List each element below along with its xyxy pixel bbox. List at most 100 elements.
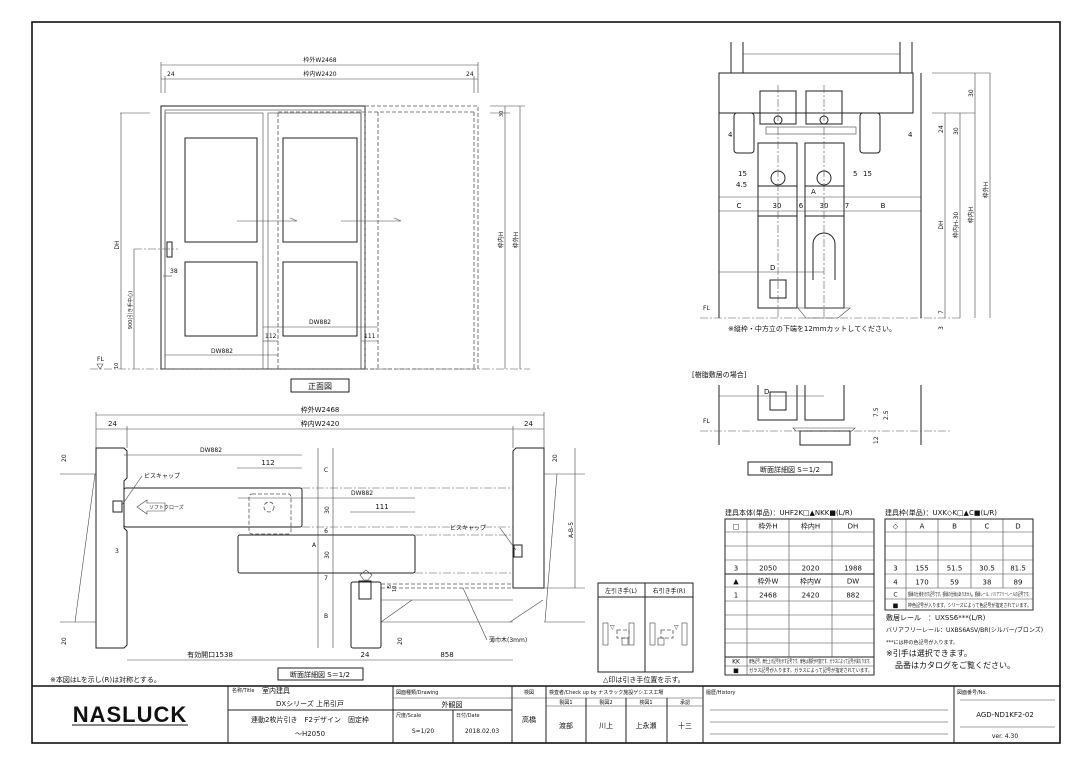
plan-section: 枠外W2468 枠内W2420 24 24 20 20 20 3 A-B-5 ソ… bbox=[50, 405, 585, 684]
detail-dim-dh: DH bbox=[938, 220, 945, 229]
plan-dim-24-bottom: 24 bbox=[361, 651, 370, 659]
detail-dim-5: 5 bbox=[853, 170, 857, 178]
front-dim-112: 112 bbox=[265, 333, 277, 340]
body-table-cell: 3 bbox=[734, 565, 738, 573]
frame-table-title: 建具枠(単品)：UXK◇K□▲C■(L/R) bbox=[885, 508, 997, 517]
door-section-right bbox=[804, 142, 845, 309]
inspect-value: 高橋 bbox=[522, 715, 536, 724]
resin-dim-d: D bbox=[764, 388, 769, 396]
body-table-note-key: KK bbox=[732, 659, 741, 666]
detail-dim-c: C bbox=[737, 202, 742, 210]
panel bbox=[282, 261, 358, 337]
detail-dim-24: 24 bbox=[938, 125, 945, 133]
body-table-cell: 882 bbox=[846, 592, 859, 600]
resin-dim-2-5: 2.5 bbox=[883, 410, 890, 420]
checker-name: 上永瀬 bbox=[636, 721, 657, 730]
front-dim-dh: DH bbox=[114, 240, 121, 249]
body-table-header-cell: □ bbox=[733, 523, 740, 531]
scale-header: 尺度/Scale bbox=[396, 712, 421, 719]
plan-dim-dw2: DW882 bbox=[351, 490, 373, 497]
thin-wood-label: 薄巾木(3mm) bbox=[489, 636, 527, 644]
front-dim-111: 111 bbox=[364, 333, 376, 340]
plan-dim-outer-w: 枠外W2468 bbox=[301, 405, 340, 414]
detail-dim-30-mid: 30 bbox=[953, 127, 960, 135]
plan-dim-858: 858 bbox=[440, 651, 453, 659]
drawing-number: AGD-ND1KF2-02 bbox=[976, 711, 1034, 719]
body-table-header-cell: ▲ bbox=[733, 578, 739, 586]
frame-table-cell: 3 bbox=[893, 565, 897, 573]
title-block: NASLUCK 名称/Title 室内建具 DXシリーズ 上吊引戸 連動2枚片引… bbox=[32, 685, 1060, 743]
front-dim-outer-h: 枠外H bbox=[512, 232, 520, 249]
front-dim-24-right: 24 bbox=[466, 71, 474, 78]
handle-select-note: ※引手は選択できます。 bbox=[886, 648, 972, 658]
plan-note: ※本図はLを示し(R)は対称とする。 bbox=[50, 675, 161, 684]
detail-dim-outer-h: 枠外H bbox=[982, 182, 990, 199]
check-col: 検図1 bbox=[639, 699, 652, 706]
frame-table-cell: 38 bbox=[983, 579, 992, 587]
frame-table-note-text: 枠色記号が入ります。シリーズによって色記号が指定されています。 bbox=[908, 602, 1031, 609]
front-dim-10: 10 bbox=[114, 363, 120, 369]
door-handle-icon bbox=[166, 241, 173, 258]
resin-dim-7-5: 7.5 bbox=[873, 407, 880, 417]
frame-table: 建具枠(単品)：UXK◇K□▲C■(L/R) 敷居レール ：UXSS6***(L… bbox=[884, 508, 1043, 670]
sheet-border bbox=[31, 21, 1061, 744]
front-dim-handle-h: 900(引き手中心) bbox=[127, 291, 134, 329]
drawing-header: 図面種類/Drawing bbox=[396, 689, 438, 696]
frame-table-header-cell: A bbox=[920, 523, 925, 531]
body-table-note-key: ■ bbox=[733, 668, 739, 675]
resin-fl: FL bbox=[703, 418, 710, 425]
detail-dim-15-left: 15 bbox=[738, 170, 747, 178]
frame-table-note-key: C bbox=[893, 592, 897, 599]
handle-position-icon: ▽ bbox=[674, 624, 679, 631]
header-rail bbox=[718, 72, 914, 114]
detail-dim-a: A bbox=[811, 188, 816, 196]
body-table-header-cell: 枠外W bbox=[758, 577, 779, 586]
plan-dim-10: 10 bbox=[392, 586, 398, 592]
date-value: 2018.02.03 bbox=[465, 728, 500, 735]
handle-position-icon: ▽ bbox=[610, 624, 615, 631]
sill-rail: 敷居レール ：UXSS6***(L/R) bbox=[886, 613, 986, 622]
plan-dim-30b: 30 bbox=[324, 551, 331, 559]
detail-section-label: 断面詳細図 S＝1/2 bbox=[760, 465, 820, 474]
title-line-2: DXシリーズ 上吊引戸 bbox=[276, 699, 344, 708]
detail-dim-7-bottom: 7 bbox=[938, 310, 945, 314]
resin-dim-12: 12 bbox=[873, 436, 880, 444]
plan-dim-3: 3 bbox=[115, 548, 119, 555]
handle-right-label: 右引き手(R) bbox=[653, 587, 686, 595]
front-dim-30: 30 bbox=[499, 111, 505, 117]
barrier-free-rail: バリアフリーレール：UXBS6ASV/BR(シルバー/ブロンズ) bbox=[886, 626, 1043, 634]
plan-section-label: 断面詳細図 S＝1/2 bbox=[290, 670, 350, 679]
body-table-cell: 2468 bbox=[759, 592, 777, 600]
detail-dim-6: 6 bbox=[799, 202, 804, 210]
frame-table-cell: 81.5 bbox=[1010, 565, 1026, 573]
check-col: 製図1 bbox=[559, 699, 572, 706]
screw-cap-left: ビスキャップ bbox=[144, 472, 180, 480]
panel bbox=[184, 261, 258, 337]
body-table-cell: 1 bbox=[734, 592, 738, 600]
front-dim-inner-w: 枠内W2420 bbox=[303, 70, 336, 78]
panel bbox=[282, 137, 358, 243]
detail-dim-30b: 30 bbox=[820, 202, 829, 210]
frame-table-cell: 51.5 bbox=[947, 565, 963, 573]
catalog-note: 品番はカタログをご覧ください。 bbox=[895, 660, 1015, 670]
frame-table-header-cell: B bbox=[952, 523, 957, 531]
detail-fl: FL bbox=[703, 305, 710, 312]
title-line-3: 連動2枚片引き F2デザイン 固定枠 bbox=[251, 715, 369, 724]
front-dim-38: 38 bbox=[170, 268, 178, 275]
panel bbox=[184, 137, 258, 243]
front-dim-inner-h: 枠内H bbox=[497, 232, 505, 249]
right-jamb bbox=[512, 447, 545, 589]
body-table-title: 建具本体(単品)：UHF2K□▲NKK■(L/R) bbox=[725, 508, 853, 517]
history-header: 履歴/History bbox=[706, 690, 736, 696]
detail-dim-3: 3 bbox=[938, 326, 945, 330]
drawing-value: 外観図 bbox=[442, 700, 463, 709]
detail-dim-inner-h-30: 枠内H-30 bbox=[952, 212, 960, 238]
frame-table-cell: 4 bbox=[893, 579, 898, 587]
body-table-note-text: ガラス記号が入ります。ガラスによって記号が指定されています。 bbox=[749, 667, 872, 674]
frame-table-header-cell: D bbox=[1015, 523, 1020, 531]
plan-dim-24-right: 24 bbox=[524, 420, 533, 428]
body-table-header-cell: 枠内H bbox=[801, 522, 820, 531]
no-header: 図面番号/No. bbox=[957, 689, 987, 696]
detail-dim-4-left: 4 bbox=[728, 131, 733, 139]
scale-value: S=1/20 bbox=[412, 728, 434, 735]
